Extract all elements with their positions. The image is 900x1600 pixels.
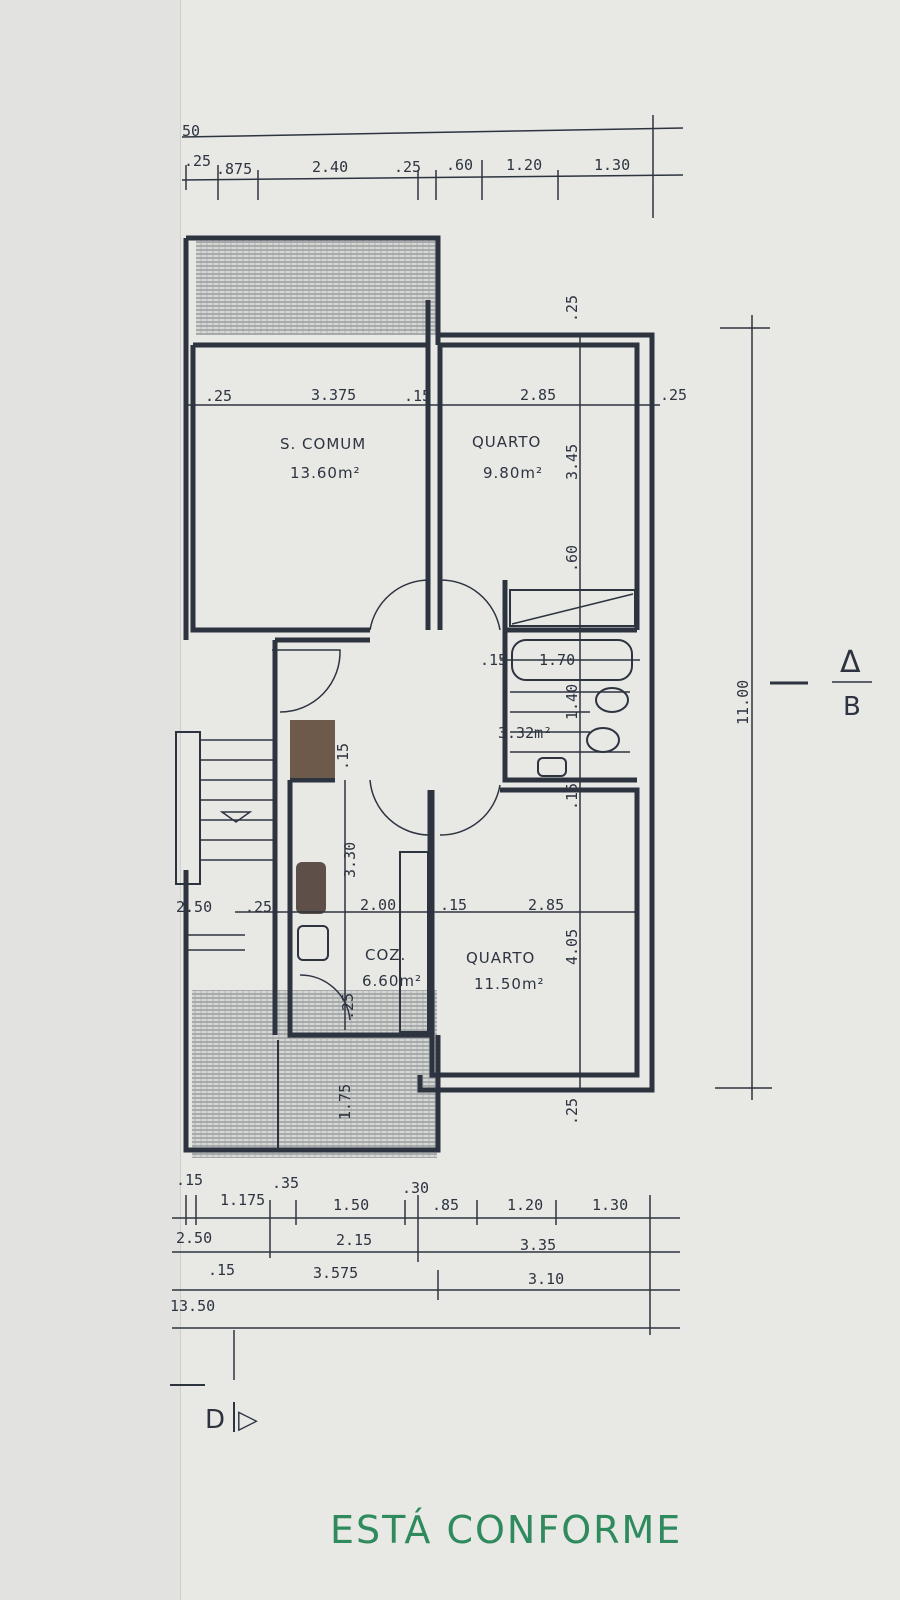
dim-label: .35 [272,1174,299,1192]
section-mark-icon: ▷ [238,1405,258,1435]
dim-label: 2.50 [176,1229,212,1247]
dim-label: .25 [205,387,232,405]
dim-label: .60 [563,545,581,572]
dim-label: 1.30 [592,1196,628,1214]
doors [272,579,501,1021]
section-letter: B [843,692,861,722]
room-area-bath: 3.32m² [498,724,552,742]
section-mark-icon: Δ [840,645,861,680]
dim-label: .15 [404,387,431,405]
dim-label: 3.35 [520,1236,556,1254]
dim-label: 3.10 [528,1270,564,1288]
dim-label: 4.05 [563,929,581,965]
dim-label: .25 [184,152,211,170]
dim-label: .25 [245,898,272,916]
bottom-balcony [192,990,437,1158]
dim-label: 1.70 [539,651,575,669]
dim-label: .15 [334,743,352,770]
dim-label: 1.175 [220,1191,265,1209]
adjacent-page [0,0,181,1600]
dim-label: 1.75 [336,1084,354,1120]
dim-label: .25 [563,1098,581,1125]
room-area-sala: 13.60m² [290,464,361,482]
dim-label: 1.20 [507,1196,543,1214]
dim-label: .15 [176,1171,203,1189]
dim-label: .15 [480,651,507,669]
dim-label: .15 [208,1261,235,1279]
bathroom-fixtures [509,589,636,777]
section-letter: D [205,1405,225,1435]
dim-label: .30 [402,1179,429,1197]
storage-closet [290,720,335,778]
room-area-quarto-2: 11.50m² [474,975,545,993]
dim-label: .25 [339,993,357,1020]
side-dimension: 11.00 Δ B [715,315,872,1100]
dim-label: 1.40 [563,684,581,720]
dim-label: 2.15 [336,1231,372,1249]
room-name-quarto-1: QUARTO [472,433,541,451]
room-area-quarto-1: 9.80m² [483,464,543,482]
dim-label: 1.20 [506,156,542,174]
dim-label: 50 [182,122,200,140]
dim-label: .875 [216,160,252,178]
section-d-marker: D ▷ [170,1384,258,1435]
dim-label: .25 [394,158,421,176]
stairs [175,720,335,951]
room-area-cozinha: 6.60m² [362,972,422,990]
dim-label: .15 [563,783,581,810]
dim-label: .25 [660,386,687,404]
top-dimensions: 50 .25 .875 2.40 .25 .60 1.20 1.30 [181,115,684,218]
dim-label: 2.85 [528,896,564,914]
dim-label: 3.30 [341,842,359,878]
dim-label: .25 [563,295,581,322]
kitchen-fixtures [296,851,429,1033]
dim-label: .15 [440,896,467,914]
room-name-quarto-2: QUARTO [466,949,535,967]
dim-label: 2.85 [520,386,556,404]
dim-label: 3.45 [563,444,581,480]
top-balcony [196,238,436,335]
room-name-cozinha: COZ. [365,946,406,964]
dim-label: 1.50 [333,1196,369,1214]
dim-label: .85 [432,1196,459,1214]
dim-label: 1.30 [594,156,630,174]
dim-label: 3.375 [311,386,356,404]
dim-label: .60 [446,156,473,174]
dim-label: 2.50 [176,898,212,916]
dim-label: 11.00 [734,680,752,725]
dim-label: 2.00 [360,896,396,914]
bottom-dimensions: .15 1.175 .35 1.50 .30 .85 1.20 1.30 2.5… [170,1171,680,1380]
dim-label: 2.40 [312,158,348,176]
room-name-sala: S. COMUM [280,435,366,453]
walls [183,238,655,1093]
room-dimension-lines [186,335,660,1090]
approval-stamp: ESTÁ CONFORME [330,1508,683,1552]
dim-label: 13.50 [170,1297,215,1315]
dim-label: 3.575 [313,1264,358,1282]
